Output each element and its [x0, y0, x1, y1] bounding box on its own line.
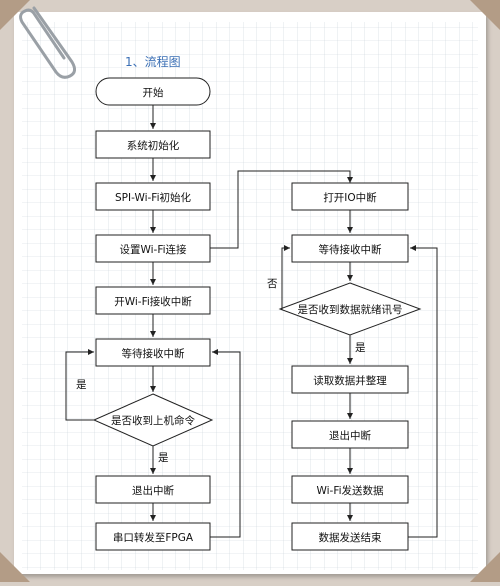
open-io-box	[291, 182, 409, 211]
right-decision-label: 是否收到数据就绪讯号	[298, 303, 403, 316]
spi-init-label: SPI-Wi-Fi初始化	[115, 191, 192, 204]
right-yes-label: 是	[355, 342, 366, 354]
right-no-label: 否	[267, 278, 278, 290]
init-label: 系统初始化	[127, 139, 180, 152]
right-wait-irq-label: 等待接收中断	[319, 243, 382, 256]
wifi-irq-box	[95, 286, 211, 315]
wifi-send-label: Wi-Fi发送数据	[316, 484, 384, 497]
left-wait-irq-label: 等待接收中断	[122, 347, 185, 360]
left-wait-irq-box	[95, 338, 211, 367]
wifi-irq-label: 开Wi-Fi接收中断	[114, 295, 192, 308]
arrow-to-right-flow	[210, 170, 353, 249]
wifi-send-box	[291, 475, 409, 504]
corner-tab-bottom-right	[470, 552, 500, 582]
paperclip-icon	[19, 6, 77, 79]
left-yes-down-label: 是	[158, 452, 169, 464]
corner-tab-top-left	[0, 0, 30, 30]
forward-fpga-label: 串口转发至FPGA	[113, 531, 194, 544]
arrow-forward-loop	[210, 349, 241, 538]
arrow-done-loop	[408, 245, 438, 538]
wifi-connect-label: 设置Wi-Fi连接	[119, 243, 187, 256]
right-exit-irq-label: 退出中断	[329, 429, 371, 442]
arrow-left-yes-loop	[65, 349, 94, 421]
send-done-label: 数据发送结束	[319, 531, 382, 544]
spi-init-box	[95, 182, 211, 211]
grid-background	[22, 22, 478, 570]
left-yes-loop-label: 是	[76, 379, 87, 391]
right-exit-irq-box	[291, 420, 409, 449]
read-data-label: 读取数据并整理	[313, 374, 387, 387]
read-data-box	[291, 365, 409, 394]
corner-tab-bottom-left	[0, 552, 30, 582]
start-label: 开始	[143, 86, 164, 99]
forward-fpga-box	[95, 522, 211, 551]
page-title: 1、流程图	[125, 54, 181, 69]
left-decision-label: 是否收到上机命令	[111, 414, 195, 427]
arrow-right-no-loop	[280, 245, 290, 310]
left-exit-irq-label: 退出中断	[132, 484, 174, 497]
open-io-label: 打开IO中断	[323, 191, 377, 204]
corner-tab-top-right	[470, 0, 500, 30]
